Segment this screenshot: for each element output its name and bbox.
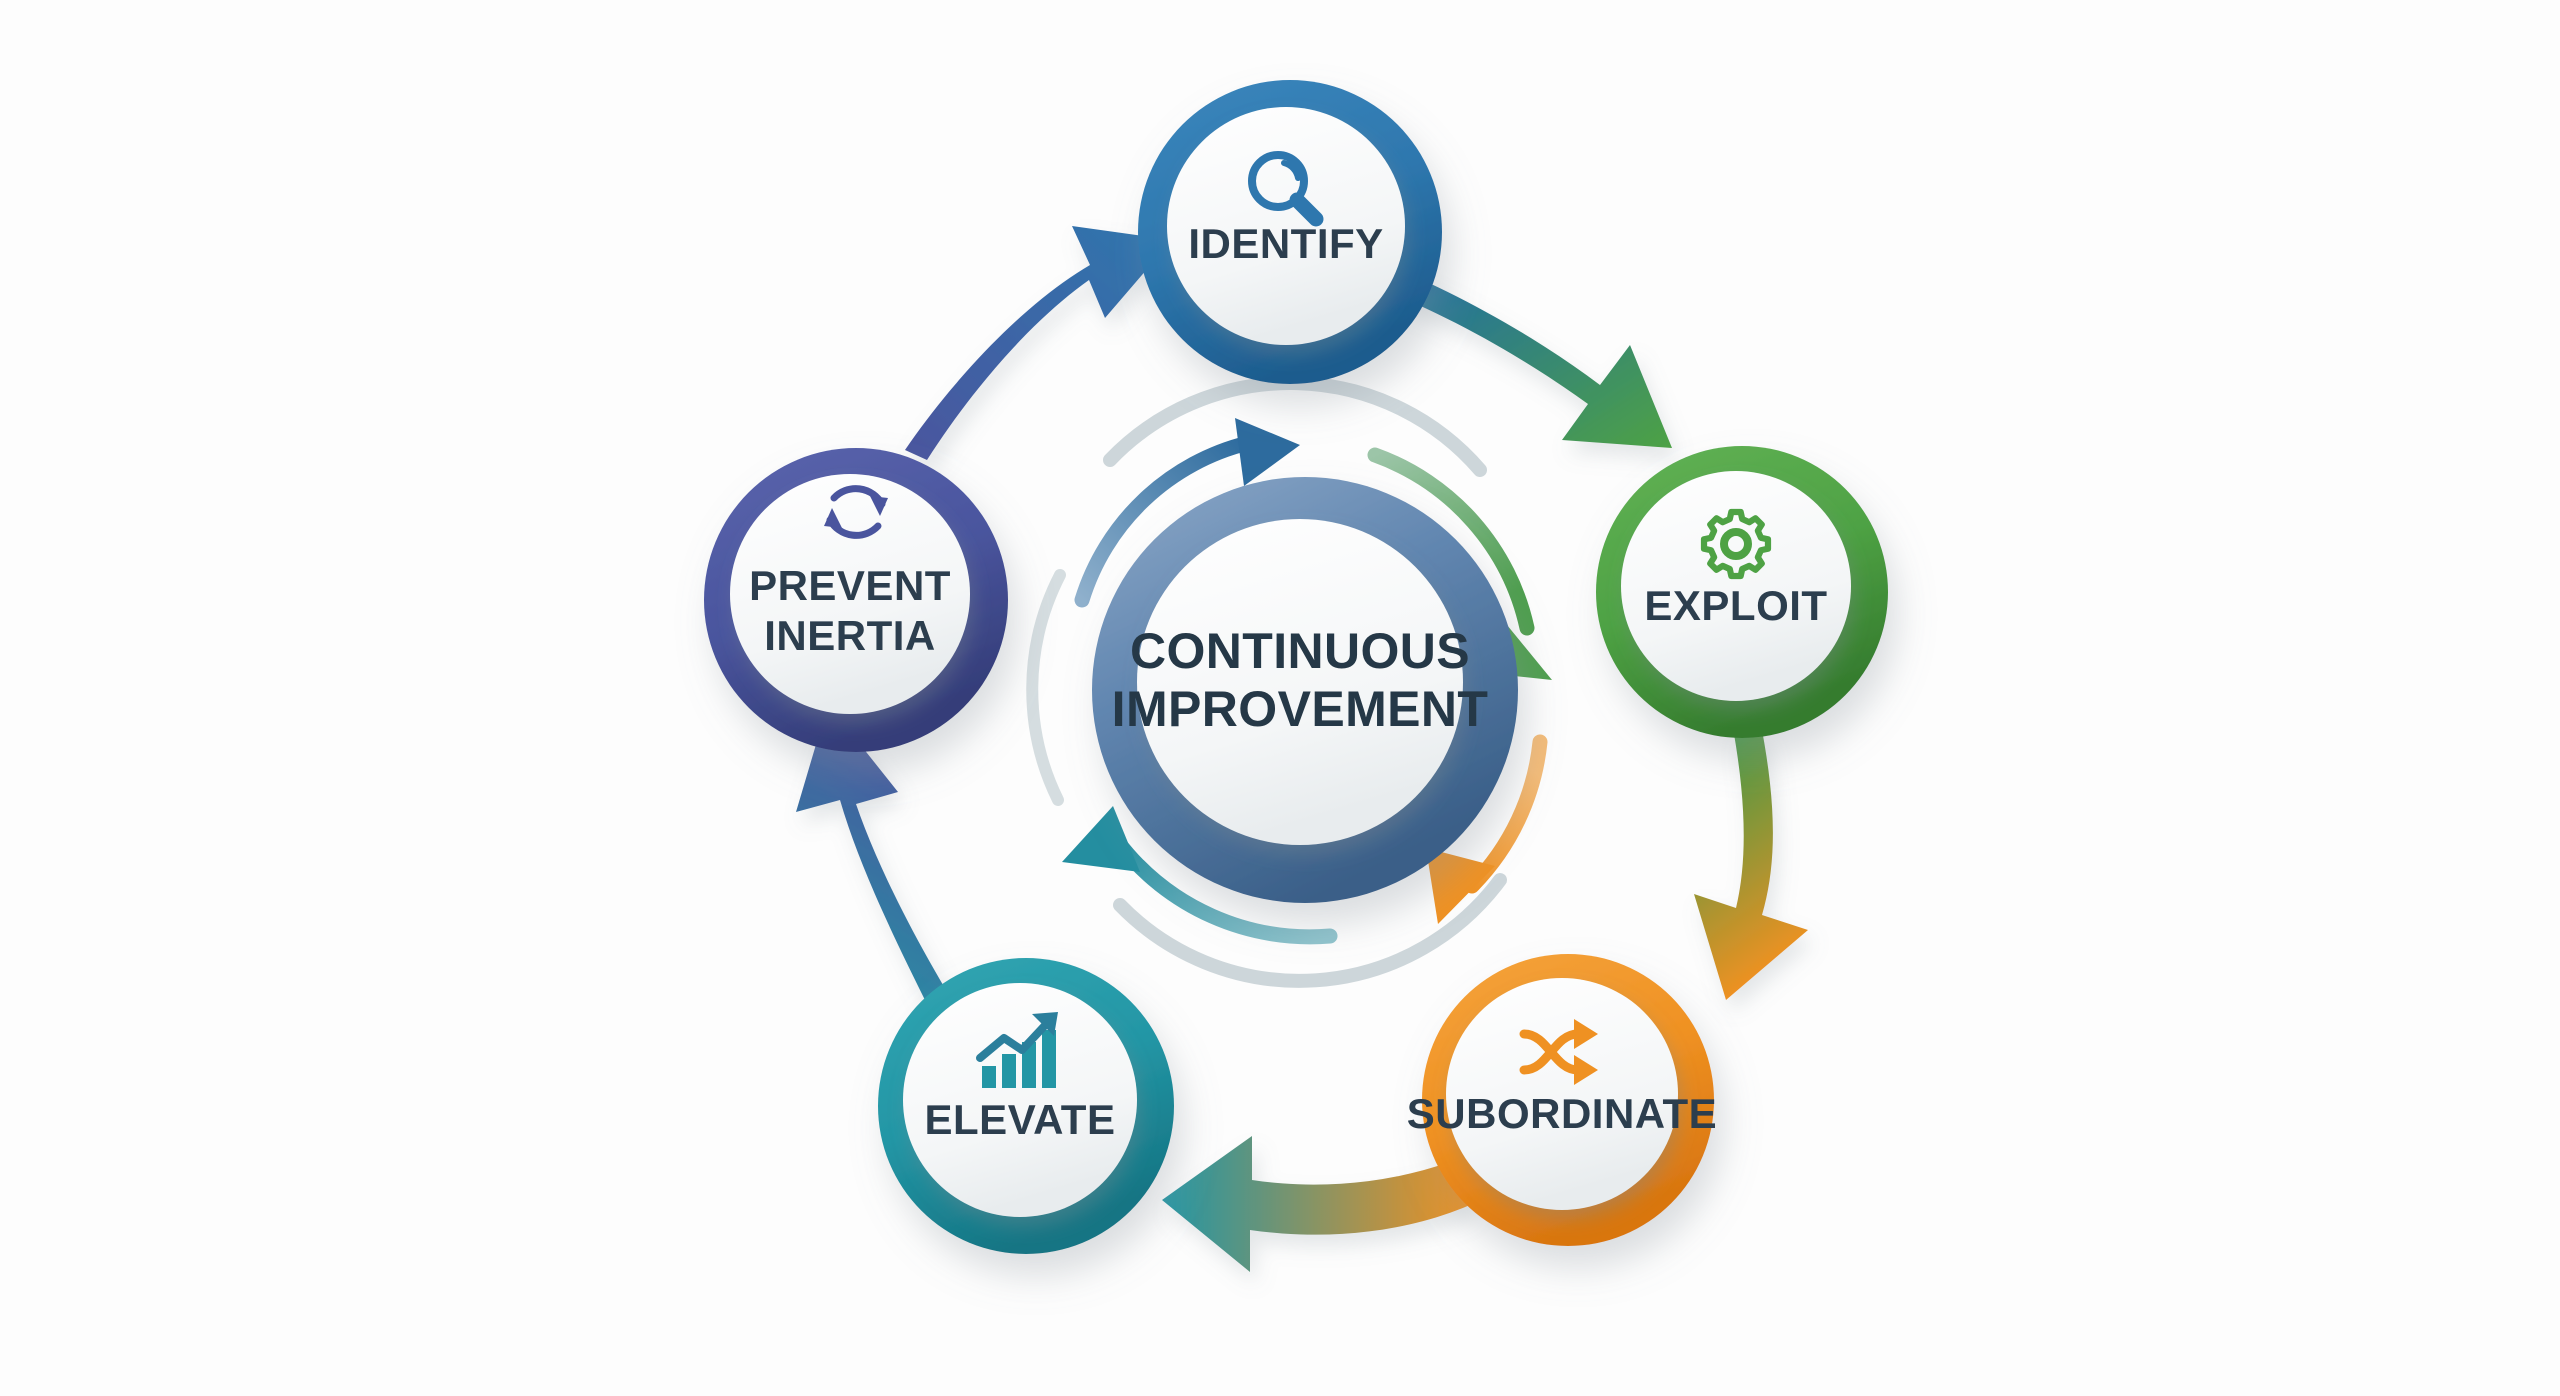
connectors-layer <box>796 226 1808 1272</box>
magnifier-icon <box>1248 151 1324 227</box>
prevent-inertia-label-line2: INERTIA <box>764 612 936 659</box>
node-identify[interactable]: IDENTIFY <box>1138 80 1442 384</box>
hub-continuous-improvement[interactable]: CONTINUOUS IMPROVEMENT <box>1092 477 1518 903</box>
connector-subordinate-to-elevate <box>1162 1136 1470 1272</box>
elevate-disc <box>903 983 1137 1217</box>
refresh-cycle-icon <box>824 485 888 539</box>
node-subordinate[interactable]: SUBORDINATE <box>1407 954 1717 1246</box>
exploit-label: EXPLOIT <box>1644 582 1827 629</box>
subordinate-disc <box>1446 978 1678 1210</box>
shuffle-icon <box>1519 1019 1598 1085</box>
prevent-inertia-disc <box>730 474 970 714</box>
connector-exploit-to-subordinate <box>1694 730 1808 1000</box>
hub-label-line1: CONTINUOUS <box>1130 623 1470 679</box>
subordinate-label: SUBORDINATE <box>1407 1090 1717 1137</box>
exploit-disc <box>1621 471 1851 701</box>
orbit-arc-teal <box>1062 806 1338 945</box>
orbit-arc-blue <box>1074 418 1300 608</box>
orbit-arc-grey-3 <box>1026 569 1066 806</box>
connector-prevent-to-identify <box>905 226 1172 460</box>
identify-label: IDENTIFY <box>1188 220 1383 267</box>
identify-disc <box>1167 107 1405 345</box>
orbit-arc-orange <box>1426 734 1548 924</box>
hub-label-line2: IMPROVEMENT <box>1112 681 1489 737</box>
node-elevate[interactable]: ELEVATE <box>878 958 1174 1254</box>
gear-icon <box>1700 508 1772 580</box>
orbit-arc-grey-2 <box>1113 873 1507 988</box>
elevate-label: ELEVATE <box>925 1096 1116 1143</box>
connector-elevate-to-prevent <box>796 704 952 1010</box>
growth-chart-icon <box>976 1012 1058 1088</box>
hub-disc <box>1137 519 1463 845</box>
connector-identify-to-exploit <box>1398 270 1672 448</box>
node-prevent-inertia[interactable]: PREVENT INERTIA <box>704 448 1008 752</box>
node-exploit[interactable]: EXPLOIT <box>1596 446 1888 738</box>
prevent-inertia-label-line1: PREVENT <box>749 562 951 609</box>
